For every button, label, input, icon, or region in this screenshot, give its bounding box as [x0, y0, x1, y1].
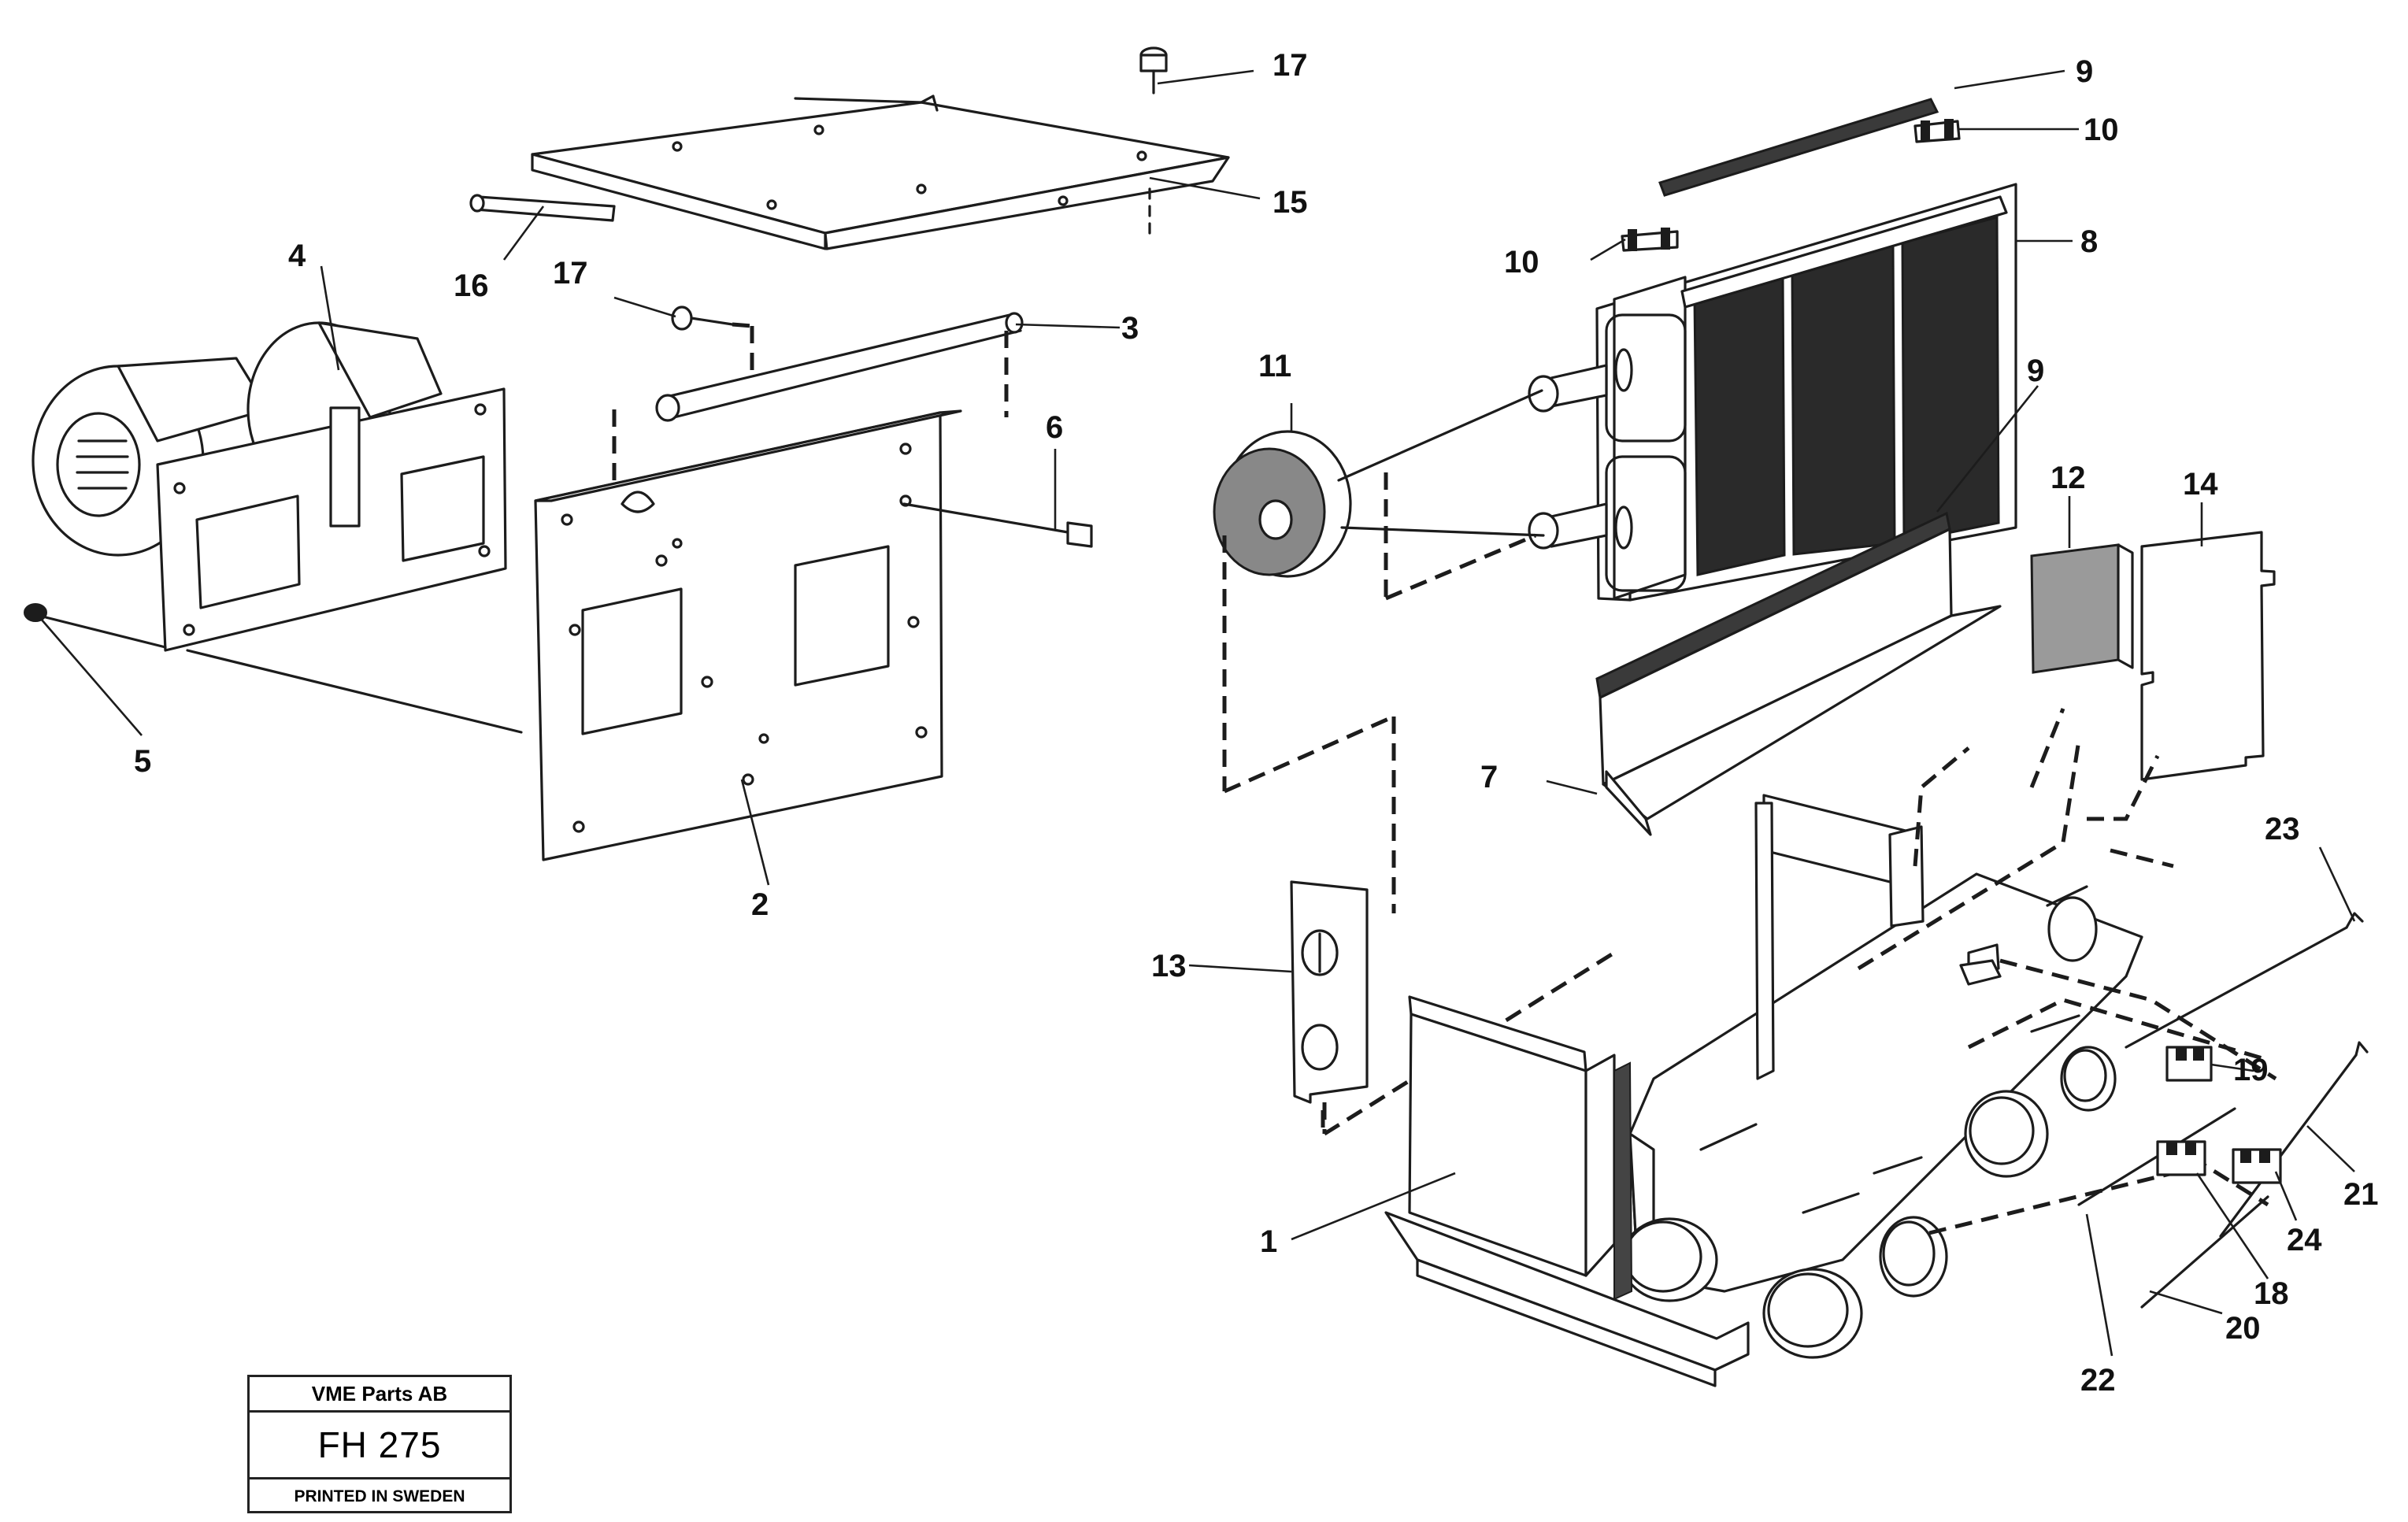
mounting-plate — [534, 409, 962, 861]
foam-ring — [1213, 389, 1545, 913]
callout-13: 13 — [1151, 949, 1187, 983]
callout-23: 23 — [2265, 812, 2300, 846]
callout-3: 3 — [1121, 311, 1139, 346]
callout-9-top: 9 — [2076, 54, 2093, 89]
callout-1: 1 — [1260, 1224, 1277, 1259]
title-code: FH 275 — [250, 1413, 509, 1479]
callout-6: 6 — [1046, 410, 1063, 445]
clip-lower — [1621, 228, 1679, 252]
long-bolt — [902, 502, 1093, 548]
callout-12: 12 — [2051, 461, 2086, 495]
callout-11: 11 — [1258, 349, 1291, 383]
main-housing — [1321, 708, 2277, 1387]
callout-10-left: 10 — [1504, 245, 1539, 280]
title-company: VME Parts AB — [250, 1377, 509, 1413]
callout-20: 20 — [2225, 1311, 2261, 1346]
callout-15: 15 — [1273, 185, 1308, 220]
upper-seal-strip — [1658, 98, 1939, 197]
bracket-plate — [1290, 880, 1616, 1136]
callout-17-top: 17 — [1273, 48, 1308, 83]
top-screw — [1139, 46, 1168, 94]
title-footer: PRINTED IN SWEDEN — [294, 1487, 465, 1505]
drip-tray — [1595, 511, 2002, 836]
clip-upper — [1913, 119, 1961, 143]
terminal-block-24 — [2232, 1148, 2282, 1184]
terminal-block-19 — [2165, 1046, 2213, 1082]
callout-numbers: 17 15 16 17 3 4 6 5 2 9 10 8 10 11 9 12 … — [134, 48, 2379, 1398]
leader-lines — [40, 69, 2356, 1357]
callout-18: 18 — [2254, 1276, 2289, 1311]
callout-10-top: 10 — [2084, 113, 2119, 147]
rail-tube — [612, 312, 1024, 504]
callout-7: 7 — [1480, 760, 1498, 794]
callout-24: 24 — [2287, 1223, 2322, 1257]
callout-5: 5 — [134, 744, 151, 779]
side-plate — [2140, 531, 2276, 781]
callout-9-mid: 9 — [2027, 354, 2044, 388]
callout-21: 21 — [2343, 1177, 2379, 1212]
control-rod-20 — [2140, 1195, 2269, 1309]
callout-16: 16 — [454, 268, 489, 303]
callout-17-mid: 17 — [553, 256, 588, 291]
top-cover-plate — [531, 94, 1230, 250]
callout-22: 22 — [2080, 1363, 2116, 1398]
title-block: VME Parts AB FH 275 PRINTED IN SWEDEN — [247, 1375, 512, 1513]
blower-fan — [31, 321, 523, 734]
callout-19: 19 — [2233, 1053, 2269, 1087]
callout-2: 2 — [751, 887, 769, 922]
foam-block — [2030, 543, 2134, 674]
control-rod-23 — [2125, 912, 2364, 1049]
callout-4: 4 — [288, 239, 306, 273]
rubber-strip — [469, 194, 616, 222]
callout-8: 8 — [2080, 224, 2098, 259]
control-rod-21 — [2219, 1041, 2369, 1238]
grommet — [24, 603, 167, 649]
callout-14: 14 — [2183, 467, 2218, 502]
terminal-block-18 — [2156, 1140, 2206, 1176]
heater-core — [1528, 183, 2017, 602]
